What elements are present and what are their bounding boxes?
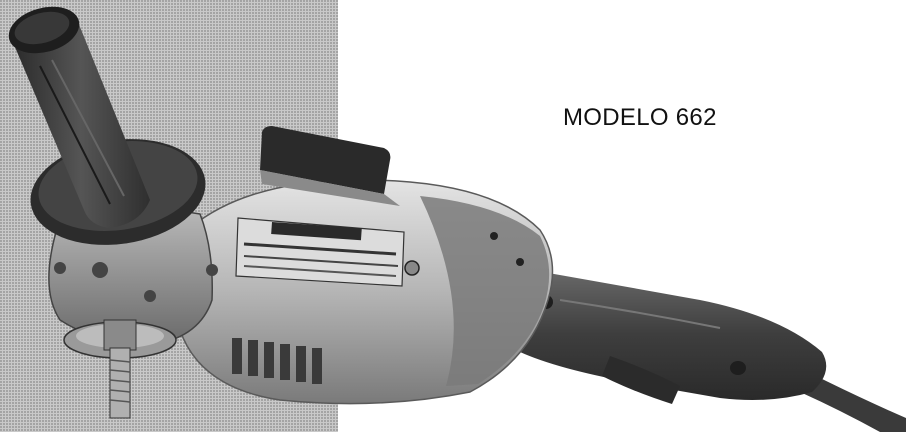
top-lock-button bbox=[260, 126, 391, 194]
rear-handle bbox=[520, 268, 827, 400]
trigger-switch bbox=[602, 356, 680, 404]
side-handle bbox=[8, 6, 206, 245]
nameplate-label bbox=[235, 217, 420, 287]
power-cord bbox=[800, 372, 906, 432]
end-cap bbox=[420, 196, 550, 386]
vent-slots bbox=[232, 338, 322, 384]
spindle-arbor bbox=[63, 319, 177, 419]
model-label: MODELO 662 bbox=[563, 104, 717, 131]
